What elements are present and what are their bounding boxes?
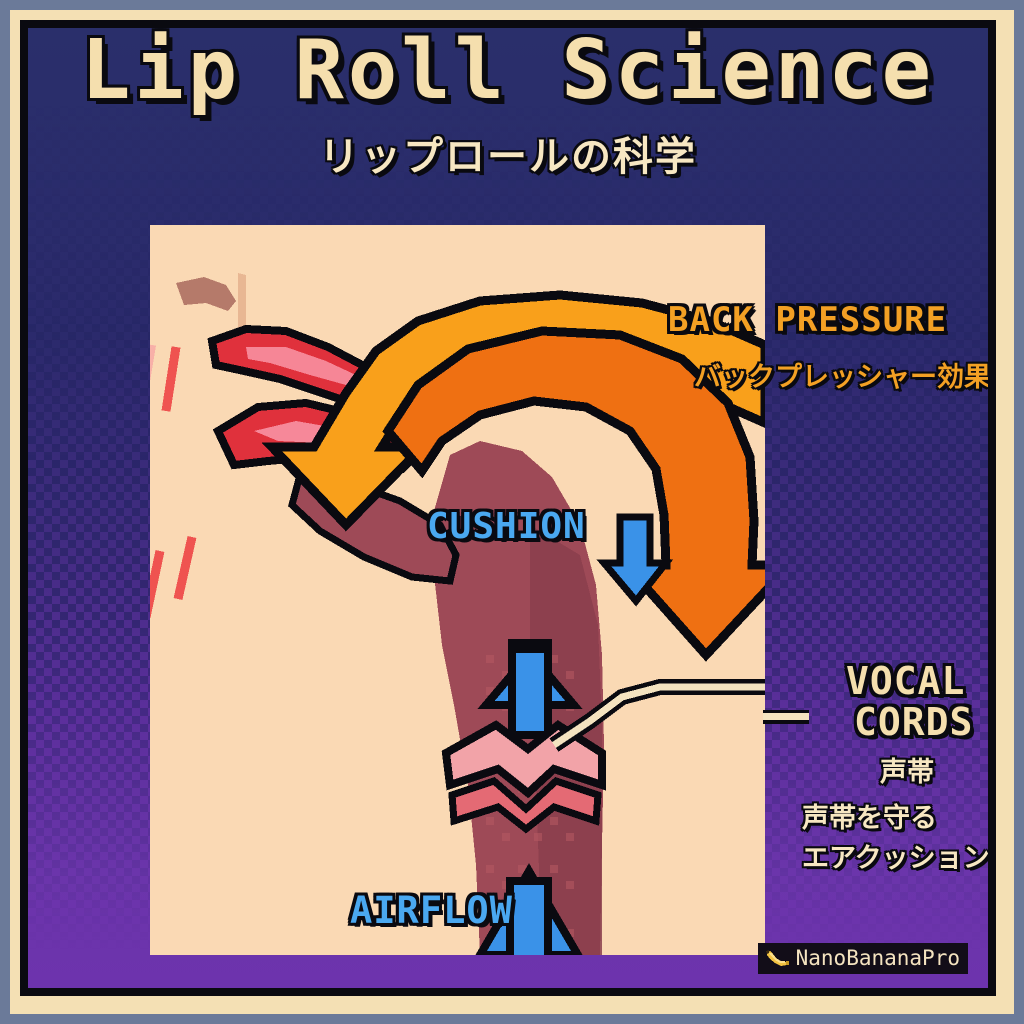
banana-icon bbox=[765, 950, 789, 966]
cushion-blue-arrow bbox=[596, 513, 674, 607]
vocal-cords-label-jp3: エアクッション bbox=[802, 843, 988, 874]
nose-shadow bbox=[176, 277, 236, 311]
poster-canvas: Lip Roll Science リップロールの科学 bbox=[28, 28, 988, 988]
airflow-arrow-upper-shaft bbox=[508, 645, 552, 739]
upper-lip-highlight bbox=[246, 347, 356, 385]
cushion-label: CUSHION bbox=[427, 506, 586, 547]
header: Lip Roll Science リップロールの科学 bbox=[28, 30, 988, 182]
airflow-arrow-lower-shaft bbox=[506, 877, 552, 955]
back-pressure-label-jp: バックプレッシャー効果 bbox=[694, 362, 988, 393]
page-subtitle: リップロールの科学 bbox=[319, 134, 697, 180]
lip-vibration-lines bbox=[150, 344, 197, 618]
watermark-text: NanoBananaPro bbox=[795, 946, 960, 970]
vocal-cords-leader-tick bbox=[763, 710, 809, 724]
vocal-cords-label-line1: VOCAL bbox=[846, 659, 966, 703]
watermark: NanoBananaPro bbox=[757, 943, 968, 974]
vocal-cords-label-jp1: 声帯 bbox=[880, 757, 934, 788]
airflow-label: AIRFLOW bbox=[350, 889, 513, 932]
back-pressure-label: BACK PRESSURE bbox=[668, 300, 948, 340]
vocal-cords-label-jp2: 声帯を守る bbox=[802, 803, 937, 834]
nostril-line bbox=[238, 273, 246, 331]
anatomy-panel bbox=[150, 225, 765, 955]
anatomy-diagram bbox=[150, 225, 765, 955]
vocal-cords-label-line2: CORDS bbox=[854, 700, 974, 744]
back-pressure-arrow-dark bbox=[382, 326, 765, 662]
vocal-cords-leader-line bbox=[549, 679, 765, 752]
page-title: Lip Roll Science bbox=[81, 28, 935, 118]
